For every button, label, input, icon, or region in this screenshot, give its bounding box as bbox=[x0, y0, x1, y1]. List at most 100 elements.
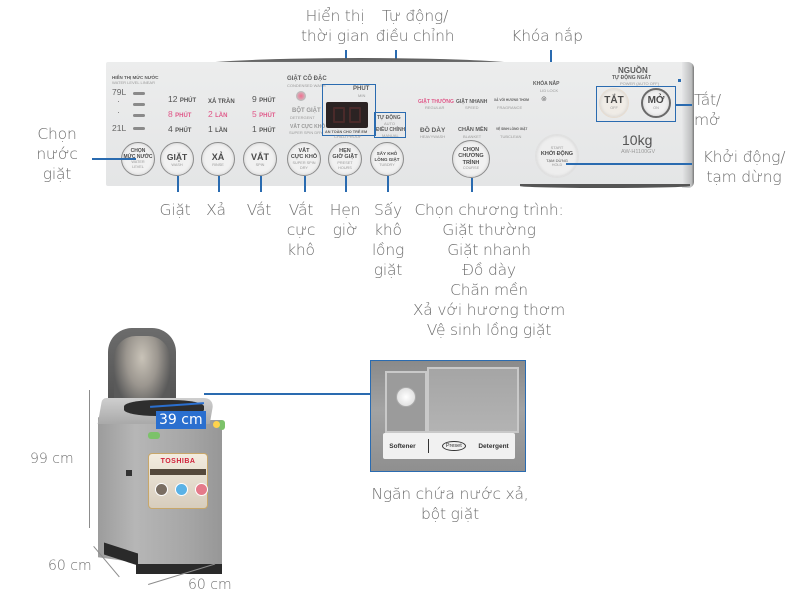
timer-button-sub: PRESET HOURS bbox=[337, 160, 353, 170]
callout-timer: Hẹn giờ bbox=[329, 201, 361, 239]
spin-button[interactable]: VẮT SPIN bbox=[243, 142, 277, 176]
program-blanket: CHĂN MỀN bbox=[458, 127, 488, 133]
tub-dry-button-sub: TUBDRY bbox=[379, 162, 395, 167]
callout-rinse: Xả bbox=[206, 201, 226, 219]
callout-auto-manual: Tự động/ điều chỉnh bbox=[375, 7, 455, 45]
on-label: MỞ bbox=[647, 95, 665, 106]
side-handle bbox=[126, 470, 132, 476]
detergent-sub: DETERGENT bbox=[290, 115, 315, 120]
program-regular: GIẶT THƯỜNG bbox=[418, 99, 454, 105]
rinse-2-times: 2 LẦN bbox=[208, 109, 228, 119]
height-label: 99 cm bbox=[30, 451, 74, 467]
child-lock-label: AN TOÀN CHO TRẺ EM bbox=[325, 130, 368, 134]
condensed-indicator-led bbox=[296, 91, 306, 101]
feature-icon-water bbox=[175, 483, 188, 496]
feature-icon-drum bbox=[155, 483, 168, 496]
detergent-drawer-image: Softener Preset Detergent bbox=[370, 360, 526, 472]
water-level-button-sub: WATER LEVEL bbox=[131, 160, 145, 169]
strip-divider bbox=[428, 439, 430, 453]
display-unit: PHÚT bbox=[353, 86, 370, 92]
rinse-button[interactable]: XẢ RINSE bbox=[201, 142, 235, 176]
spin-button-sub: SPIN bbox=[255, 162, 265, 167]
off-sub: OFF bbox=[610, 106, 618, 110]
detergent-label: Detergent bbox=[478, 442, 509, 450]
start-pause-button[interactable]: START KHỞI ĐỘNG TẠM DỪNG HOLD bbox=[535, 134, 579, 178]
on-sub: ON bbox=[653, 106, 659, 110]
power-buttons-highlight bbox=[596, 86, 676, 122]
drawer-label-strip: Softener Preset Detergent bbox=[383, 433, 515, 459]
hold-label: TẠM DỪNG bbox=[546, 157, 568, 163]
softener-cap bbox=[396, 387, 416, 407]
super-spin-button-sub: SUPER SPIN DRY bbox=[292, 160, 316, 170]
level-low: 21L bbox=[112, 123, 127, 133]
condensed-wash-sub: CONDENSED WASH bbox=[287, 83, 326, 88]
program-heavywash: ĐỒ DÀY bbox=[420, 127, 446, 134]
lid-lock-label: KHÓA NẮP bbox=[533, 81, 560, 87]
softener-compartment bbox=[385, 371, 427, 433]
callout-water-level: Chọn nước giặt bbox=[36, 125, 78, 183]
program-speed: GIẶT NHANH bbox=[456, 99, 488, 105]
program-button-sub: COURSE bbox=[462, 166, 480, 171]
tub-dry-button[interactable]: SẤY KHÔ LỒNG GIẶT TUBDRY bbox=[370, 142, 404, 176]
level-bar-3 bbox=[133, 114, 145, 117]
level-bar-4 bbox=[133, 127, 145, 130]
machine-lid-inner bbox=[114, 336, 170, 408]
program-regular-sub: REGULAR bbox=[425, 105, 445, 110]
width-label: 60 cm bbox=[188, 577, 232, 593]
program-fragrance-sub: FRAGRANCE bbox=[497, 105, 523, 110]
machine-side bbox=[98, 417, 138, 563]
spin-time-1: 1 PHÚT bbox=[252, 124, 276, 134]
super-spin-dry-sub: SUPER SPIN DRY bbox=[289, 130, 323, 135]
child-lock-sub: CHILD PROOF bbox=[334, 134, 362, 139]
timer-button[interactable]: HẸN GIỜ GIẶT PRESET HOURS bbox=[328, 142, 362, 176]
callout-program: Chọn chương trình: Giặt thường Giặt nhan… bbox=[412, 201, 566, 339]
power-on-button[interactable]: MỞ ON bbox=[641, 88, 671, 118]
leader-line-timer bbox=[345, 176, 347, 192]
auto-sub: AUTO bbox=[384, 121, 396, 126]
yellow-sticker bbox=[213, 421, 220, 428]
level-bar-1 bbox=[133, 92, 145, 95]
auto-manual-highlight bbox=[374, 112, 406, 138]
leader-line-water bbox=[92, 158, 136, 160]
leader-line-rinse bbox=[218, 176, 220, 192]
manual-sub: MANUAL bbox=[382, 133, 399, 138]
spin-time-9: 9 PHÚT bbox=[252, 94, 276, 104]
callout-super-spin: Vắt cực khô bbox=[286, 201, 316, 259]
rinse-button-label: XẢ bbox=[211, 151, 225, 162]
panel-right-edge bbox=[682, 62, 694, 188]
callout-wash: Giặt bbox=[159, 201, 191, 219]
callout-lid-lock: Khóa nắp bbox=[511, 27, 583, 45]
wash-time-8: 8 PHÚT bbox=[168, 109, 192, 119]
manual-label: ĐIỀU CHỈNH bbox=[376, 127, 406, 133]
leader-line-power bbox=[676, 104, 692, 106]
water-level-button[interactable]: CHỌN MỨC NƯỚC WATER LEVEL bbox=[121, 142, 155, 176]
leader-line-wash bbox=[177, 176, 179, 192]
wash-time-4: 4 PHÚT bbox=[168, 124, 192, 134]
height-dimension-line bbox=[89, 390, 91, 528]
wash-button[interactable]: GIẶT WASH bbox=[160, 142, 194, 176]
display-unit-sub: MIN bbox=[358, 93, 366, 98]
softener-label: Softener bbox=[389, 442, 416, 450]
super-spin-button[interactable]: VẮT CỰC KHÔ SUPER SPIN DRY bbox=[287, 142, 321, 176]
water-level-button-label: CHỌN MỨC NƯỚC bbox=[123, 148, 153, 160]
level-bar-2 bbox=[133, 103, 145, 106]
leader-line-start bbox=[566, 163, 692, 165]
callout-spin: Vắt bbox=[246, 201, 272, 219]
hold-sub: HOLD bbox=[551, 162, 563, 167]
label-banner bbox=[150, 469, 206, 475]
panel-bottom-edge bbox=[520, 184, 690, 188]
lid-lock-sub: LID LOCK bbox=[540, 88, 559, 93]
program-button[interactable]: CHỌN CHƯƠNG TRÌNH COURSE bbox=[452, 140, 490, 178]
super-spin-dry-label: VẮT CỰC KHÔ bbox=[290, 124, 326, 130]
condensed-wash-label: GIẶT CÔ ĐẶC bbox=[287, 76, 327, 82]
program-heavywash-sub: HEAVYWASH bbox=[420, 134, 446, 139]
leader-line-spin bbox=[260, 176, 262, 192]
leader-line-tub-dry bbox=[387, 176, 389, 192]
start-label: KHỞI ĐỘNG bbox=[540, 150, 574, 157]
rinse-button-sub: RINSE bbox=[212, 162, 224, 167]
leader-line-program bbox=[471, 178, 473, 192]
super-spin-button-label: VẮT CỰC KHÔ bbox=[290, 147, 318, 161]
callout-drawer: Ngăn chứa nước xả, bột giặt bbox=[371, 485, 529, 523]
power-off-button[interactable]: TẮT OFF bbox=[599, 88, 629, 118]
model-label: AW-H1100GV bbox=[621, 149, 656, 155]
